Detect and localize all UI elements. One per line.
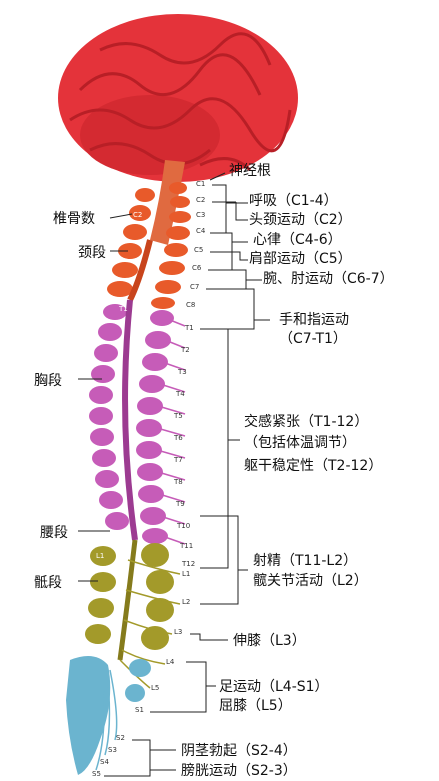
lumbar-nerves (119, 559, 181, 689)
svg-text:S5: S5 (92, 770, 101, 778)
function-sympathetic: 交感紧张（T1-12） (244, 414, 369, 430)
function-head-neck: 头颈运动（C2） (249, 212, 352, 228)
svg-text:T5: T5 (173, 412, 183, 420)
function-breathing: 呼吸（C1-4） (249, 193, 338, 209)
left-leaders (78, 213, 133, 582)
vert-label: C8 (186, 301, 195, 309)
cervical-labels: C1 C2 C3 C4 C5 C6 C7 C8 (186, 180, 206, 309)
svg-text:T6: T6 (173, 434, 183, 442)
svg-text:L3: L3 (174, 628, 182, 636)
svg-text:T4: T4 (175, 390, 185, 398)
function-trunk-stability: 躯干稳定性（T2-12） (244, 458, 383, 474)
function-temperature: （包括体温调节） (244, 435, 356, 451)
function-foot: 足运动（L4-S1） (219, 679, 329, 695)
sacral-segment (66, 656, 151, 775)
sacral-label: 骶段 (34, 575, 62, 591)
function-ejaculation: 射精（T11-L2） (253, 553, 358, 569)
svg-text:T7: T7 (173, 456, 183, 464)
function-shoulder: 肩部运动（C5） (249, 251, 352, 267)
brain (58, 14, 298, 245)
function-bladder: 膀胱运动（S2-3） (181, 763, 297, 779)
nerve-root-label: 神经根 (229, 163, 271, 179)
vert-label: C6 (192, 264, 202, 272)
svg-text:S3: S3 (108, 746, 117, 754)
svg-text:S1: S1 (135, 706, 144, 714)
svg-text:L2: L2 (182, 598, 190, 606)
svg-text:L5: L5 (151, 684, 159, 692)
vert-label: C7 (190, 283, 199, 291)
svg-text:T1: T1 (118, 305, 128, 313)
vert-label: C4 (196, 227, 206, 235)
vert-label: C1 (196, 180, 205, 188)
thoracic-label: 胸段 (34, 373, 62, 389)
right-connectors (104, 172, 270, 777)
svg-text:T10: T10 (176, 522, 190, 530)
vert-label: C5 (194, 246, 203, 254)
sacral-nerves (95, 669, 118, 771)
svg-text:T12: T12 (181, 560, 195, 568)
thoracic-nerves (156, 317, 186, 545)
svg-text:L1: L1 (182, 570, 190, 578)
svg-text:S2: S2 (116, 734, 125, 742)
function-knee-flexion: 屈膝（L5） (219, 698, 292, 714)
svg-text:T3: T3 (177, 368, 187, 376)
svg-text:C2: C2 (133, 211, 142, 219)
function-erection: 阴茎勃起（S2-4） (181, 743, 297, 759)
function-knee-extension: 伸膝（L3） (233, 633, 306, 649)
svg-text:T11: T11 (179, 542, 193, 550)
vert-label: C3 (196, 211, 205, 219)
function-wrist-elbow: 腕、肘运动（C6-7） (263, 271, 394, 287)
svg-text:L1: L1 (96, 552, 104, 560)
function-heart-rate: 心律（C4-6） (253, 232, 342, 248)
function-hand-finger-range: （C7-T1） (279, 331, 347, 347)
function-hand-finger: 手和指运动 (279, 312, 349, 328)
svg-text:T9: T9 (175, 500, 185, 508)
lumbar-label: 腰段 (40, 525, 68, 541)
cervical-segment (107, 182, 191, 309)
vert-label: C2 (196, 196, 205, 204)
svg-text:T2: T2 (180, 346, 190, 354)
svg-text:S1: S1 (119, 674, 128, 682)
function-hip: 髋关节活动（L2） (253, 573, 368, 589)
svg-text:S4: S4 (100, 758, 109, 766)
cervical-label: 颈段 (78, 245, 106, 261)
lumbar-segment (85, 539, 174, 661)
svg-text:T1: T1 (184, 324, 194, 332)
vertebra-count-label: 椎骨数 (53, 211, 95, 227)
svg-text:L4: L4 (166, 658, 175, 666)
svg-text:T8: T8 (173, 478, 183, 486)
left-vertebra-labels: C2 T1 L1 S1 (96, 211, 142, 682)
thoracic-segment (89, 299, 174, 544)
